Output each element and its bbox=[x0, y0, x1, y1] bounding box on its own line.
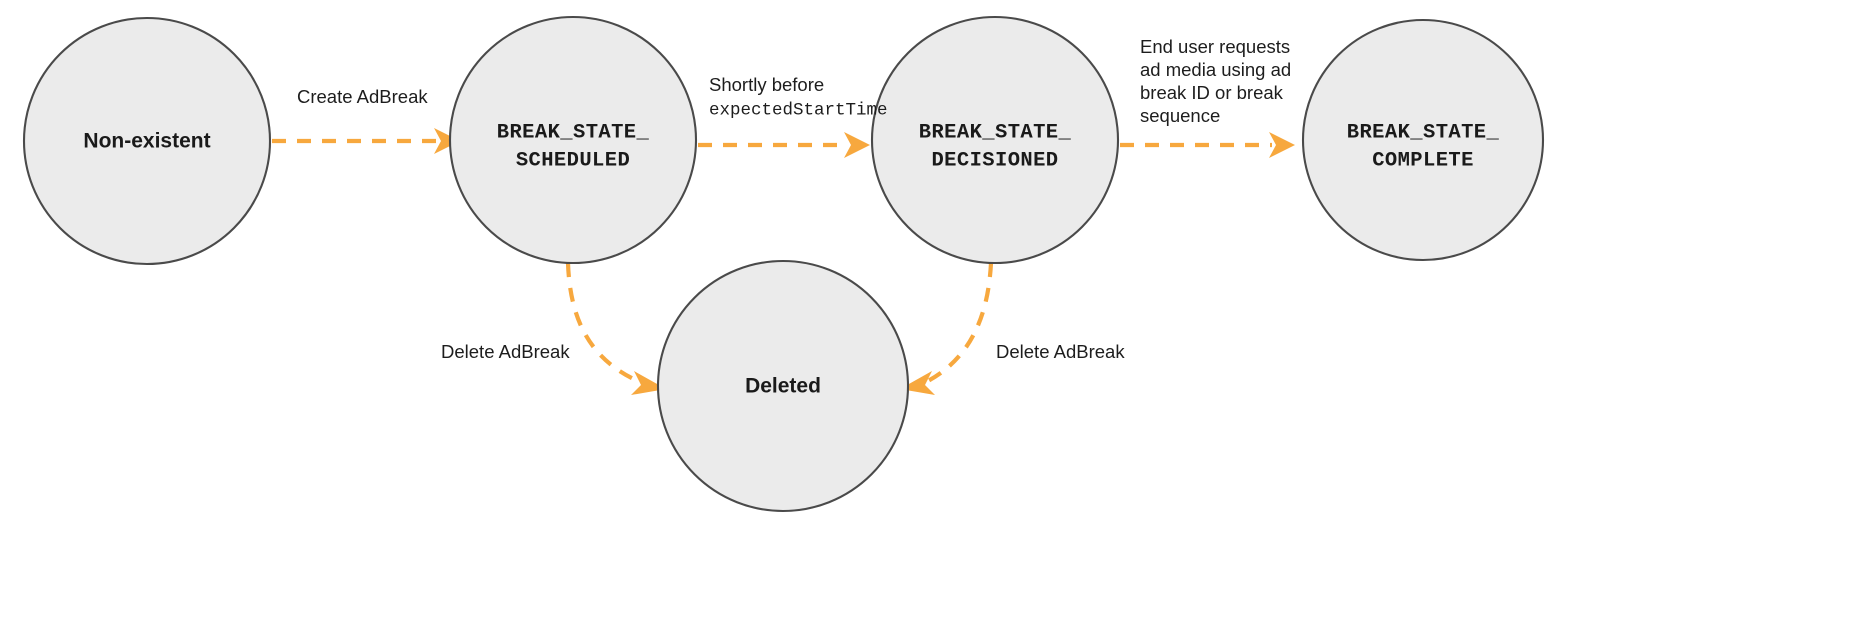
edge-shortly-before[interactable] bbox=[698, 132, 870, 158]
edge-delete-from-scheduled[interactable] bbox=[565, 262, 666, 395]
node-break-state-decisioned-label-line-2: DECISIONED bbox=[931, 149, 1058, 172]
edge-label-expectedstarttime-line-2: expectedStartTime bbox=[709, 101, 888, 121]
node-deleted[interactable]: Deleted bbox=[656, 259, 910, 513]
node-break-state-complete-label-line-2: COMPLETE bbox=[1372, 149, 1474, 172]
node-deleted-shape bbox=[656, 259, 910, 513]
node-break-state-scheduled-label-line-1: BREAK_STATE_ bbox=[497, 121, 650, 144]
edge-label-layer: Create AdBreak Shortly before expectedSt… bbox=[297, 36, 1291, 362]
node-non-existent-shape bbox=[22, 16, 272, 266]
edge-end-user-requests-arrowhead bbox=[1269, 132, 1295, 158]
node-break-state-scheduled[interactable]: BREAK_STATE_ SCHEDULED bbox=[448, 15, 698, 265]
node-break-state-complete[interactable]: BREAK_STATE_ COMPLETE bbox=[1301, 18, 1545, 262]
node-break-state-decisioned[interactable]: BREAK_STATE_ DECISIONED bbox=[870, 15, 1120, 265]
edge-label-shortly-before-line-1: Shortly before bbox=[709, 74, 824, 95]
node-layer: Non-existent BREAK_STATE_ SCHEDULED BREA… bbox=[22, 15, 1545, 513]
edge-label-delete-from-decisioned-run-1: AdBreak bbox=[1054, 341, 1126, 362]
edge-label-end-user-requests-line-1: End user requests bbox=[1140, 36, 1290, 57]
edge-label-create-adbreak: Create AdBreak bbox=[297, 86, 428, 107]
edge-delete-from-decisioned-line bbox=[925, 262, 994, 384]
node-break-state-complete-label-line-1: BREAK_STATE_ bbox=[1347, 121, 1500, 144]
edge-shortly-before-arrowhead bbox=[844, 132, 870, 158]
edge-delete-from-decisioned[interactable] bbox=[900, 262, 994, 395]
edge-label-create-adbreak-run-1: AdBreak bbox=[357, 86, 429, 107]
edge-label-end-user-requests-line-3: break ID or break bbox=[1140, 82, 1284, 103]
edge-end-user-requests[interactable] bbox=[1120, 132, 1295, 158]
edge-label-delete-from-scheduled-run-1: AdBreak bbox=[499, 341, 571, 362]
edge-create-adbreak-arrowhead bbox=[434, 128, 460, 154]
edge-create-adbreak[interactable] bbox=[272, 128, 460, 154]
node-break-state-scheduled-label-line-2: SCHEDULED bbox=[516, 149, 630, 172]
edge-delete-from-scheduled-line bbox=[565, 262, 641, 384]
edge-label-delete-from-scheduled-run-0: Delete bbox=[441, 341, 499, 362]
node-non-existent[interactable]: Non-existent bbox=[22, 16, 272, 266]
edge-label-create-adbreak-run-0: Create bbox=[297, 86, 357, 107]
edge-label-end-user-requests-line-2: ad media using ad bbox=[1140, 59, 1291, 80]
edge-label-delete-from-scheduled: Delete AdBreak bbox=[441, 341, 570, 362]
node-deleted-label: Deleted bbox=[745, 375, 821, 398]
node-break-state-decisioned-shape bbox=[870, 15, 1120, 265]
node-non-existent-label: Non-existent bbox=[83, 130, 210, 153]
edge-label-delete-from-decisioned: Delete AdBreak bbox=[996, 341, 1125, 362]
edge-label-delete-from-decisioned-run-0: Delete bbox=[996, 341, 1054, 362]
edge-label-end-user-requests-line-4: sequence bbox=[1140, 105, 1220, 126]
node-break-state-decisioned-label-line-1: BREAK_STATE_ bbox=[919, 121, 1072, 144]
node-break-state-scheduled-shape bbox=[448, 15, 698, 265]
node-break-state-complete-shape bbox=[1301, 18, 1545, 262]
